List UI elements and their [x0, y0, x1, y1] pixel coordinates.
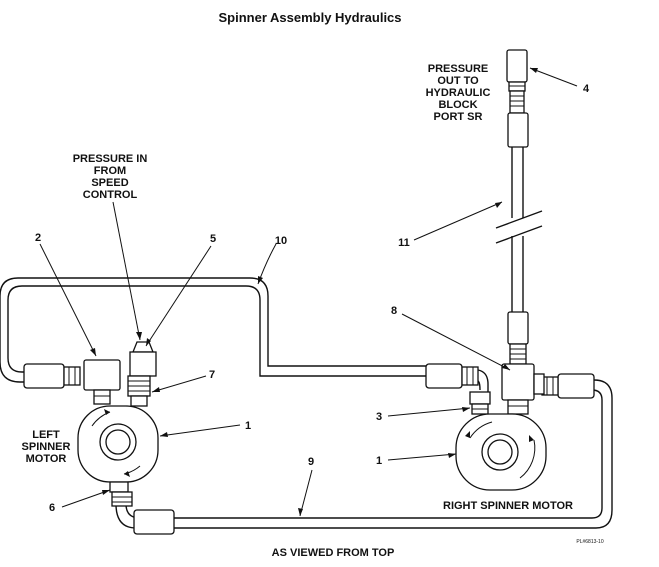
- svg-text:MOTOR: MOTOR: [26, 453, 67, 465]
- label-right-spinner-motor: RIGHT SPINNER MOTOR: [443, 500, 573, 512]
- svg-text:PORT SR: PORT SR: [434, 111, 483, 123]
- svg-text:FROM: FROM: [94, 165, 126, 177]
- callout-1-right: 1: [376, 455, 382, 467]
- svg-text:HYDRAULIC: HYDRAULIC: [426, 87, 491, 99]
- callout-numbers: 2 5 10 7 1 6 4 11 8 3 1 9: [35, 83, 590, 514]
- svg-text:SPEED: SPEED: [91, 177, 128, 189]
- pressure-in-fitting: [127, 341, 157, 407]
- view-caption: AS VIEWED FROM TOP: [272, 547, 395, 559]
- right-tee-fitting: [501, 363, 545, 415]
- svg-text:OUT TO: OUT TO: [437, 75, 479, 87]
- drawing-code: PL#6813-10: [576, 539, 603, 545]
- svg-text:BLOCK: BLOCK: [438, 99, 477, 111]
- callout-4: 4: [583, 83, 590, 95]
- left-tee-fitting: [83, 359, 121, 405]
- hose-10: [0, 277, 489, 392]
- callout-6: 6: [49, 502, 55, 514]
- right-spinner-motor: [455, 413, 547, 491]
- svg-text:PRESSURE: PRESSURE: [428, 63, 489, 75]
- label-pressure-out: PRESSURE OUT TO HYDRAULIC BLOCK PORT SR: [426, 63, 491, 123]
- callout-10: 10: [275, 235, 287, 247]
- svg-text:SPINNER: SPINNER: [22, 441, 71, 453]
- left-spinner-motor: [77, 405, 159, 507]
- label-left-spinner-motor: LEFT SPINNER MOTOR: [22, 429, 71, 465]
- svg-text:PRESSURE IN: PRESSURE IN: [73, 153, 148, 165]
- callout-3: 3: [376, 411, 382, 423]
- callout-8: 8: [391, 305, 397, 317]
- callout-1-left: 1: [245, 420, 251, 432]
- right-motor-inlet-fitting: [469, 391, 491, 415]
- hose-9: [115, 373, 613, 535]
- hose-11: [495, 49, 543, 365]
- label-pressure-in: PRESSURE IN FROM SPEED CONTROL: [73, 153, 148, 201]
- leader-lines: [39, 67, 578, 517]
- svg-text:LEFT: LEFT: [32, 429, 60, 441]
- svg-text:CONTROL: CONTROL: [83, 189, 138, 201]
- callout-2: 2: [35, 232, 41, 244]
- callout-5: 5: [210, 233, 216, 245]
- callout-7: 7: [209, 369, 215, 381]
- callout-9: 9: [308, 456, 314, 468]
- diagram-title: Spinner Assembly Hydraulics: [218, 10, 401, 25]
- callout-11: 11: [398, 237, 410, 249]
